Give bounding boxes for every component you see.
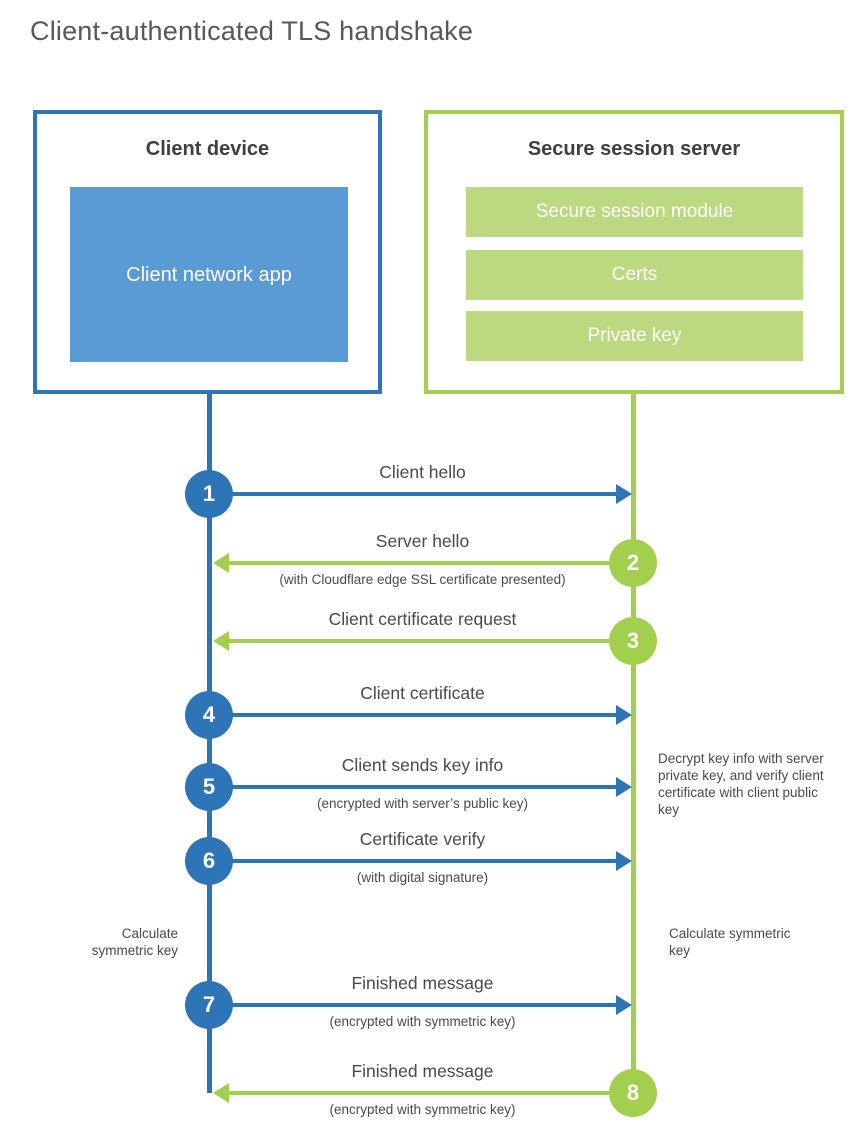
message-label: Client hello <box>379 462 466 482</box>
message-sublabel: (encrypted with symmetric key) <box>329 1014 516 1029</box>
client-network-app-box: Client network app <box>70 187 348 362</box>
message-label: Finished message <box>351 973 494 993</box>
arrowhead-right-icon <box>616 777 632 797</box>
arrowhead-right-icon <box>616 705 632 725</box>
arrow-server-to-client <box>229 639 634 643</box>
calculate-symmetric-key-right: Calculate symmetric key <box>669 926 791 958</box>
server-module-bar-secure-session-module: Secure session module <box>466 187 803 237</box>
server-module-label: Certs <box>611 264 658 285</box>
step-badge: 7 <box>185 981 233 1029</box>
arrow-client-to-server <box>212 492 616 496</box>
step-badge: 6 <box>185 837 233 885</box>
arrow-server-to-client <box>229 1091 634 1095</box>
arrow-server-to-client <box>229 561 634 565</box>
message-label: Finished message <box>351 1061 494 1081</box>
page-title: Client-authenticated TLS handshake <box>30 16 474 46</box>
arrow-client-to-server <box>212 1003 616 1007</box>
arrow-client-to-server <box>212 859 616 863</box>
message-label: Client certificate request <box>328 609 517 629</box>
message-label: Certificate verify <box>359 829 486 849</box>
message-sublabel: (with digital signature) <box>356 870 489 885</box>
step-badge: 8 <box>609 1069 657 1117</box>
step-badge: 5 <box>185 763 233 811</box>
client-device-title: Client device <box>145 138 270 160</box>
step-badge: 3 <box>609 617 657 665</box>
arrowhead-left-icon <box>213 631 229 651</box>
client-network-app-label: Client network app <box>126 263 292 286</box>
message-label: Client sends key info <box>341 755 504 775</box>
server-module-label: Secure session module <box>535 201 734 222</box>
arrowhead-right-icon <box>616 851 632 871</box>
arrow-client-to-server <box>212 785 616 789</box>
arrowhead-left-icon <box>213 1083 229 1103</box>
server-module-bar-certs: Certs <box>466 250 803 300</box>
server-lifeline <box>631 393 636 1093</box>
decrypt-note: Decrypt key info with server private key… <box>658 751 824 817</box>
arrowhead-right-icon <box>616 484 632 504</box>
server-module-bar-private-key: Private key <box>466 311 803 361</box>
message-label: Client certificate <box>360 683 485 703</box>
message-sublabel: (encrypted with symmetric key) <box>329 1102 516 1117</box>
calculate-symmetric-key-left: Calculate symmetric key <box>91 926 178 958</box>
message-sublabel: (encrypted with server’s public key) <box>316 796 529 811</box>
message-sublabel: (with Cloudflare edge SSL certificate pr… <box>279 572 566 587</box>
arrowhead-left-icon <box>213 553 229 573</box>
server-title: Secure session server <box>527 138 741 160</box>
client-lifeline <box>207 393 212 1093</box>
step-badge: 4 <box>185 691 233 739</box>
message-label: Server hello <box>375 531 470 551</box>
step-badge: 1 <box>185 470 233 518</box>
server-module-label: Private key <box>587 325 682 346</box>
arrowhead-right-icon <box>616 995 632 1015</box>
arrow-client-to-server <box>212 713 616 717</box>
step-badge: 2 <box>609 539 657 587</box>
